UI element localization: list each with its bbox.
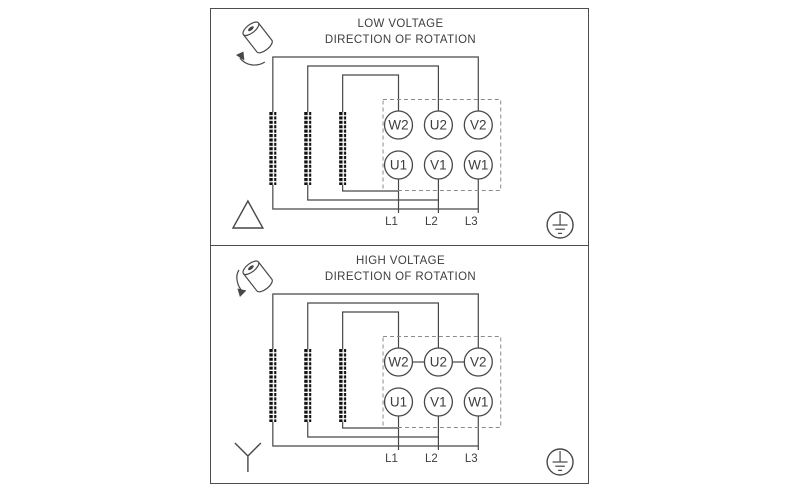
wye-connection-icon [234, 442, 262, 472]
jumper-bar-2 [304, 349, 312, 422]
jumper-bar-3 [339, 112, 347, 185]
earth-ground-icon [546, 211, 574, 239]
terminal-label: V1 [430, 157, 446, 172]
terminal-label: W2 [388, 117, 408, 132]
lead-label-l2: L2 [425, 453, 438, 465]
terminal-label: U1 [390, 157, 407, 172]
lead-label-l3: L3 [465, 453, 478, 465]
jumper-bar-1 [269, 349, 277, 422]
terminal-label: U2 [430, 117, 447, 132]
terminal-label: W1 [468, 157, 488, 172]
jumper-bar-2 [304, 112, 312, 185]
terminal-label: V2 [470, 354, 486, 369]
wiring-lines [272, 293, 479, 450]
wiring-diagram-frame: LOW VOLTAGE DIRECTION OF ROTATION [210, 8, 589, 484]
lead-label-l3: L3 [465, 216, 478, 228]
terminal-label: W2 [388, 354, 408, 369]
wiring-lines [272, 56, 479, 213]
terminal-u2: U2 [423, 110, 454, 140]
panel-title: HIGH VOLTAGE [356, 255, 445, 267]
rotation-direction-icon [235, 21, 273, 66]
terminal-label: U1 [390, 394, 407, 409]
low-voltage-panel: LOW VOLTAGE DIRECTION OF ROTATION [211, 9, 588, 245]
terminal-v1: V1 [423, 150, 454, 180]
panel-subtitle: DIRECTION OF ROTATION [325, 34, 476, 46]
lead-label-l1: L1 [385, 453, 398, 465]
lead-label-l1: L1 [385, 216, 398, 228]
jumper-bar-1 [269, 112, 277, 185]
terminal-block-outline [382, 336, 502, 428]
delta-connection-icon [231, 199, 265, 229]
terminal-u1: U1 [383, 150, 414, 180]
rotation-direction-icon [236, 260, 273, 297]
terminal-u1: U1 [383, 387, 414, 417]
high-voltage-panel: HIGH VOLTAGE DIRECTION OF ROTATION [211, 245, 588, 482]
terminal-v1: V1 [423, 387, 454, 417]
terminal-label: V2 [470, 117, 486, 132]
terminal-label: V1 [430, 394, 446, 409]
panel-title: LOW VOLTAGE [357, 18, 443, 30]
terminal-block-outline [382, 99, 502, 191]
terminal-w1: W1 [463, 150, 493, 180]
terminal-label: U2 [430, 354, 447, 369]
earth-ground-icon [546, 448, 574, 476]
jumper-bar-3 [339, 349, 347, 422]
terminal-w1: W1 [463, 387, 493, 417]
terminal-v2: V2 [463, 110, 493, 140]
terminal-label: W1 [468, 394, 488, 409]
panel-subtitle: DIRECTION OF ROTATION [325, 271, 476, 283]
lead-label-l2: L2 [425, 216, 438, 228]
terminal-w2: W2 [383, 110, 414, 140]
terminal-u2: U2 [423, 347, 454, 377]
terminal-w2: W2 [383, 347, 414, 377]
terminal-v2: V2 [463, 347, 493, 377]
